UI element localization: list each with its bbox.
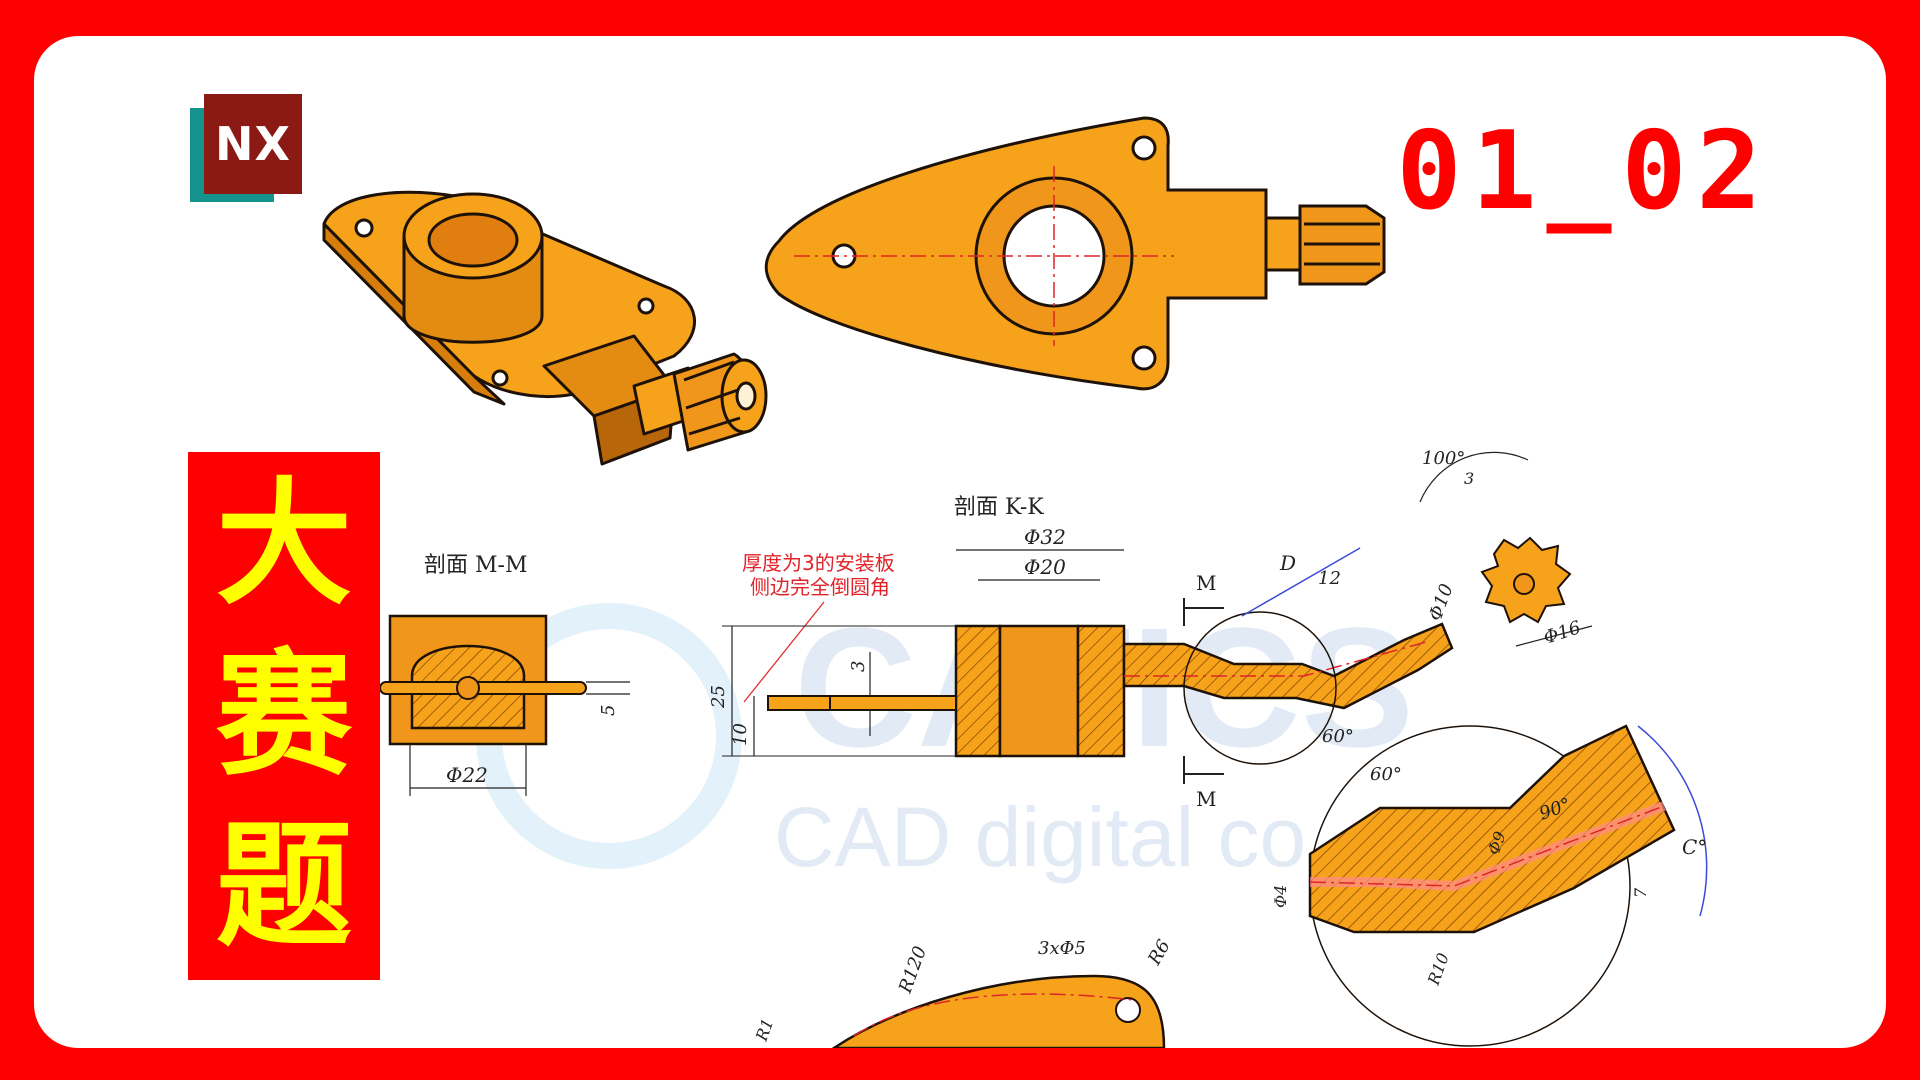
top-view <box>764 116 1386 391</box>
dim-3phi5: 3xΦ5 <box>1038 938 1086 959</box>
r1: R1 <box>752 1016 778 1044</box>
watermark: CATICS CAD digital co <box>476 593 1414 884</box>
dim-phi32: Φ32 <box>1024 525 1066 549</box>
nx-logo-text: NX <box>215 117 291 171</box>
top-knurled-nut-icon <box>1298 204 1386 286</box>
dim-12: 12 <box>1318 568 1341 589</box>
note-line1: 厚度为3的安装板 <box>742 551 895 575</box>
dim-phi22: Φ22 <box>446 763 488 787</box>
dim-phi20: Φ20 <box>1024 555 1066 579</box>
r120: R120 <box>895 943 931 996</box>
section-kk: 剖面 K-K 厚度为3的安装板 侧边完全倒圆角 Φ32 Φ20 <box>708 495 1458 811</box>
nx-logo: NX <box>190 94 308 202</box>
dim-phi16: Φ16 <box>1541 617 1583 649</box>
end-view: 100° 3 Φ16 <box>1419 448 1593 649</box>
section-mm-label: 剖面 M-M <box>424 553 527 578</box>
r6: R6 <box>1144 936 1175 969</box>
dim-phi4: Φ4 <box>1271 885 1290 908</box>
bottom-view: 3xΦ5 R120 R6 R1 <box>752 936 1175 1048</box>
dim-3: 3 <box>848 661 869 672</box>
watermark-tagline: CAD digital co <box>774 790 1306 884</box>
banner-char-3: 题 <box>216 807 352 966</box>
cad-drawing: CATICS CAD digital co <box>322 116 1708 1048</box>
section-kk-label: 剖面 K-K <box>954 495 1044 520</box>
dim-25: 25 <box>708 685 729 709</box>
dim-phi10: Φ10 <box>1425 581 1458 624</box>
banner-char-1: 大 <box>216 466 352 625</box>
knurled-nut-icon <box>672 352 768 452</box>
section-mm: 剖面 M-M Φ22 5 <box>379 553 630 796</box>
dim-d: D <box>1279 551 1296 575</box>
thumbnail-panel: CATICS CAD digital co <box>34 36 1886 1048</box>
dim-c: C° <box>1682 835 1707 859</box>
ang-60b: 60° <box>1370 764 1402 785</box>
dim-3b: 3 <box>1464 469 1474 488</box>
dim-10: 10 <box>730 723 751 746</box>
detail-view: 60° 90° Φ9 Φ4 7 R10 C° <box>1271 724 1708 1047</box>
note-line2: 侧边完全倒圆角 <box>750 575 890 599</box>
ang-100: 100° <box>1422 448 1465 469</box>
dim-7: 7 <box>1631 887 1650 898</box>
banner-char-2: 赛 <box>216 636 352 795</box>
r10: R10 <box>1424 950 1453 988</box>
episode-number: 01_02 <box>1396 109 1772 234</box>
m-bottom: M <box>1196 787 1216 811</box>
ang-60a: 60° <box>1322 726 1354 747</box>
contest-banner: 大 赛 题 <box>188 452 380 980</box>
dim-5: 5 <box>598 705 619 716</box>
nx-logo-badge: NX <box>204 94 302 194</box>
m-top: M <box>1196 571 1216 595</box>
isometric-view <box>322 190 768 466</box>
